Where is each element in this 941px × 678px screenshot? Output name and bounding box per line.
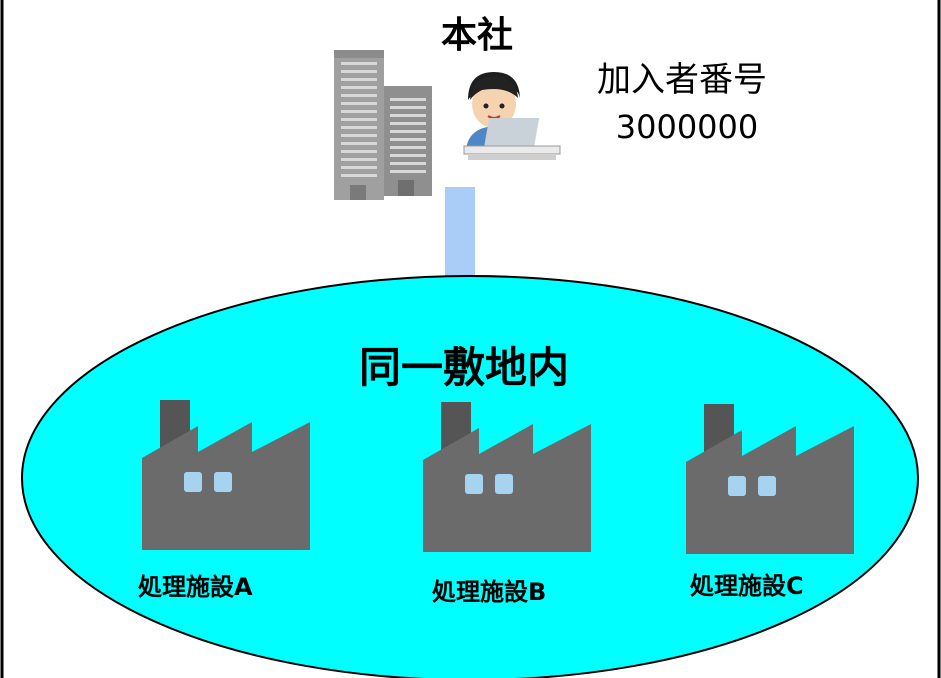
- site-title: 同一敷地内: [359, 343, 570, 392]
- factory-icon: [686, 404, 854, 554]
- facility-label-a: 処理施設A: [138, 573, 253, 601]
- member-number-value: 3000000: [615, 108, 759, 146]
- member-number-label: 加入者番号: [597, 60, 767, 100]
- office-worker-laptop-icon: [463, 72, 561, 160]
- factory-icon: [142, 400, 310, 550]
- office-building-icon: [334, 50, 432, 200]
- headquarters-title: 本社: [441, 15, 514, 56]
- facility-label-c: 処理施設C: [690, 572, 804, 600]
- factory-icon: [423, 402, 591, 552]
- connector-bar: [445, 187, 475, 277]
- facility-label-b: 処理施設B: [432, 578, 547, 606]
